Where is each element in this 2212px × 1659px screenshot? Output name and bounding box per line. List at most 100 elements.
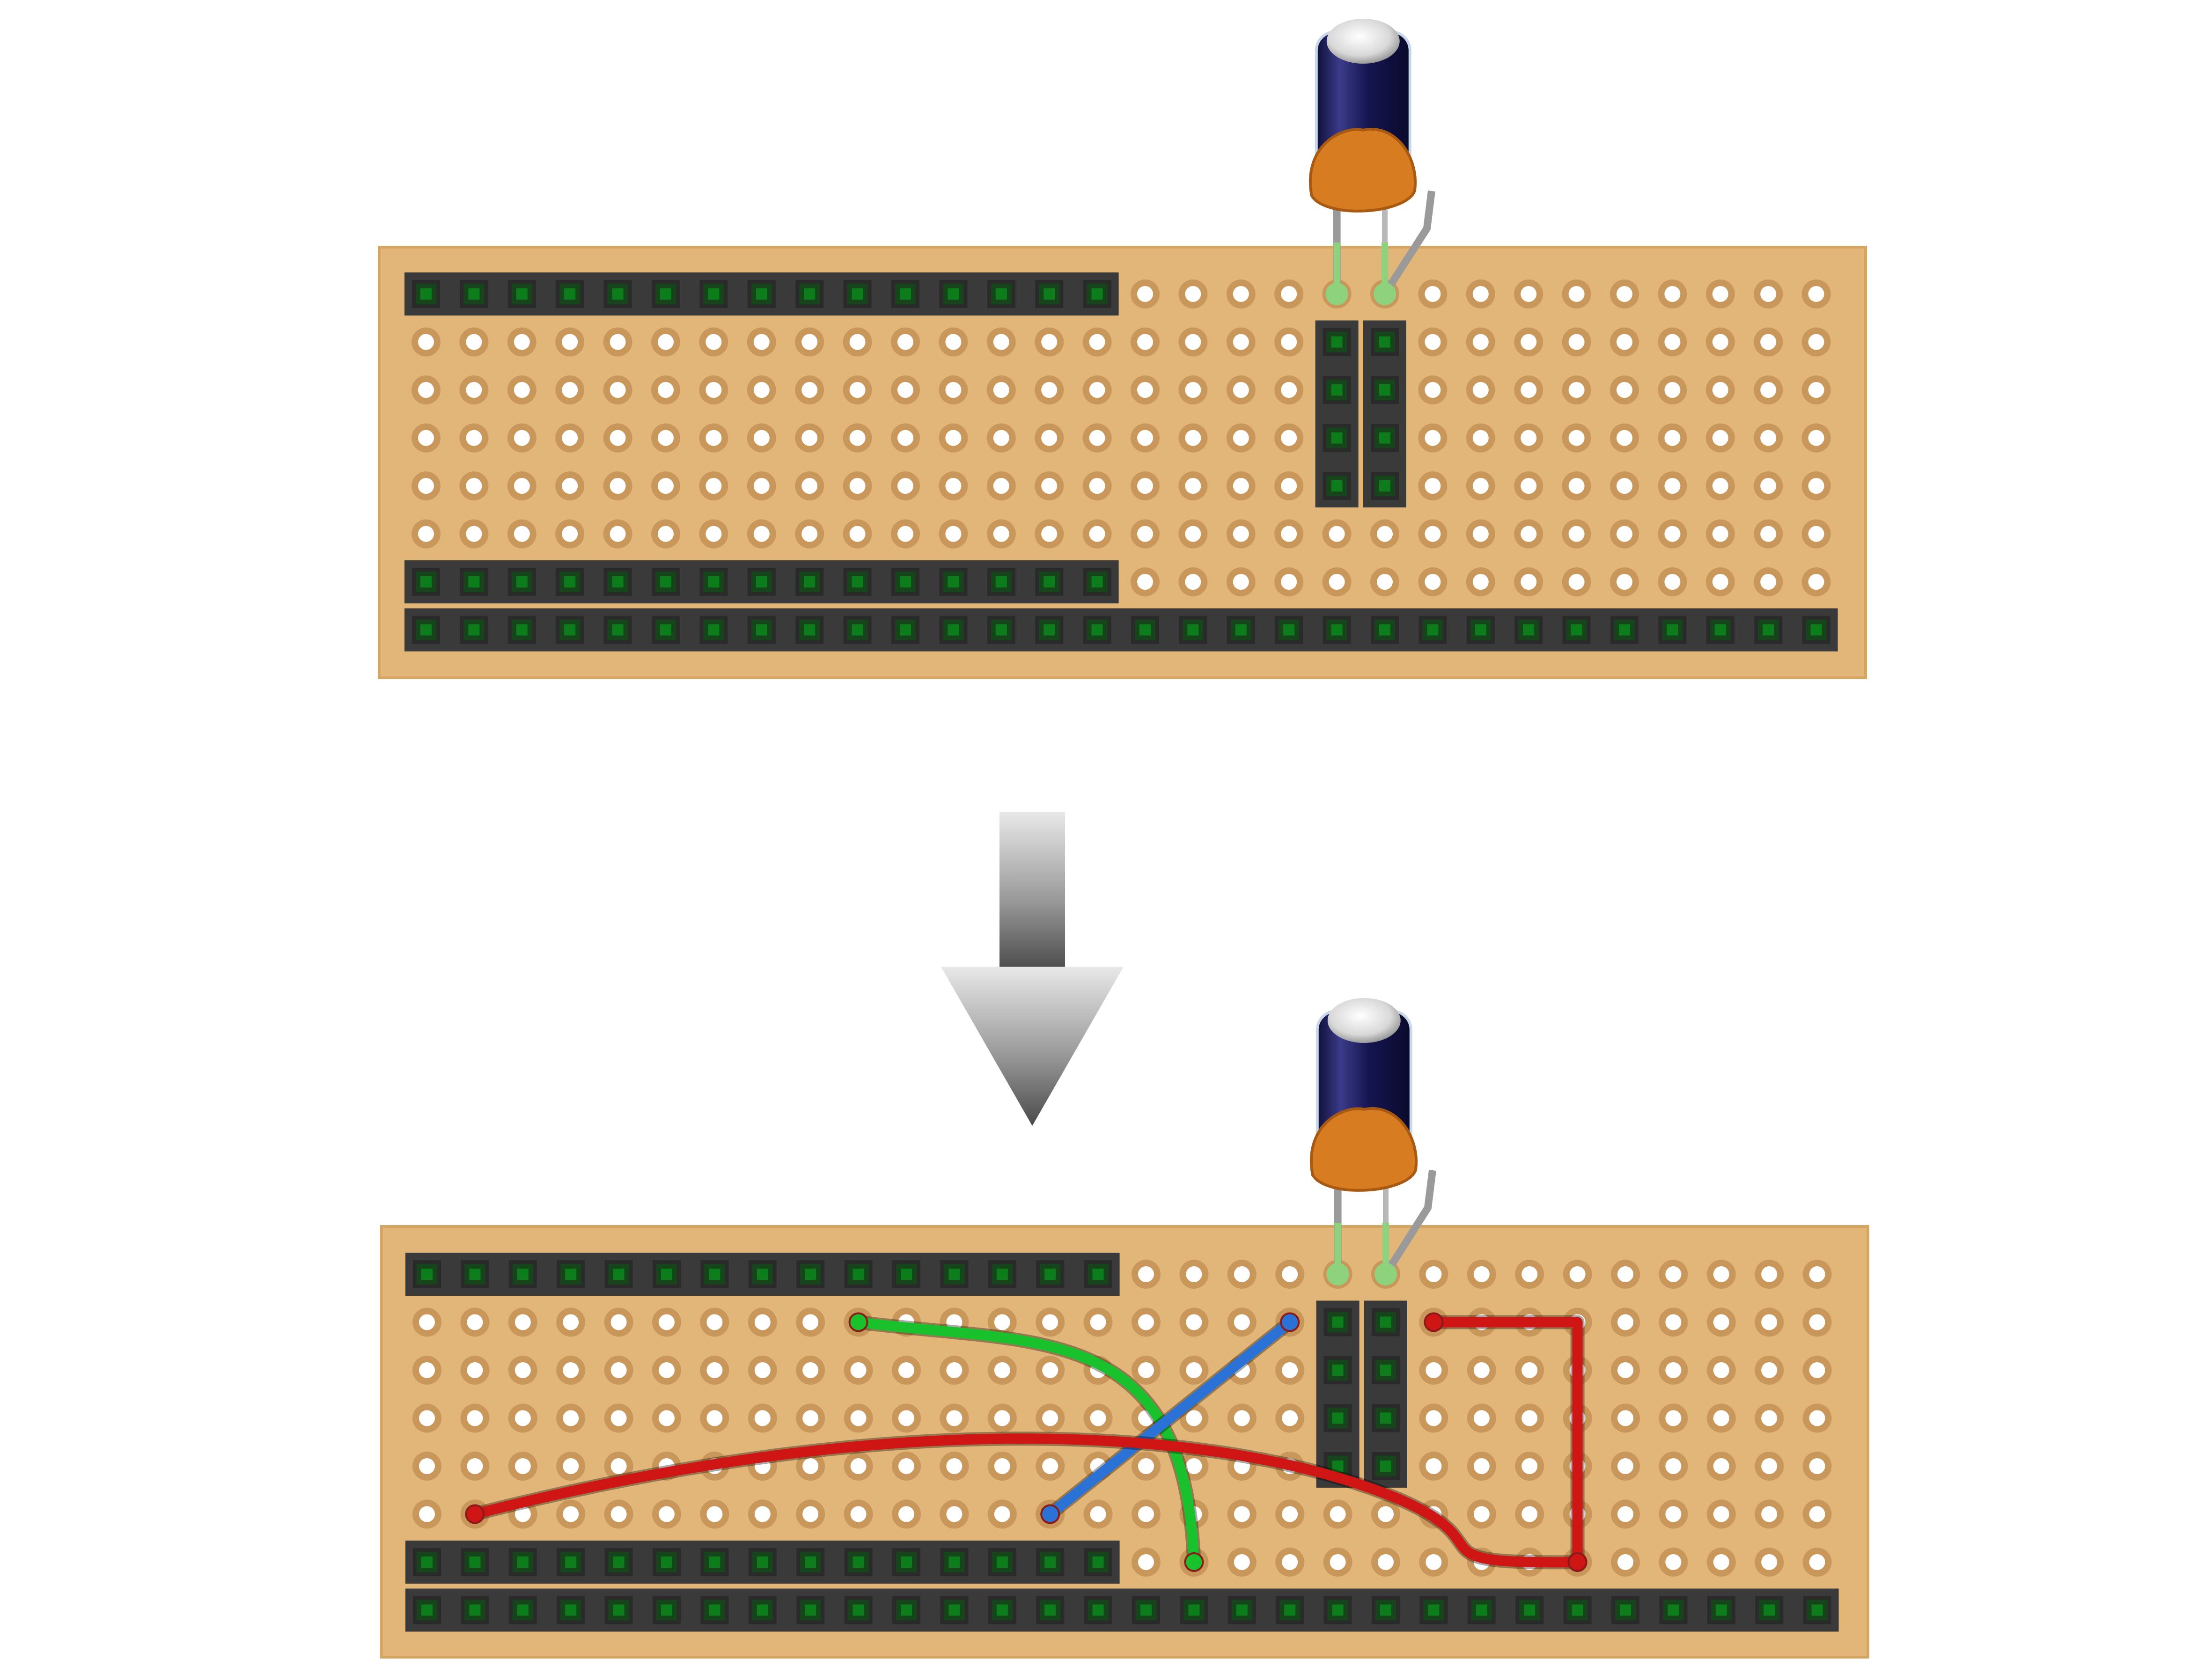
header-pin-center <box>852 1269 864 1280</box>
pad-hole <box>1426 1458 1442 1474</box>
pad-hole <box>1473 1410 1490 1426</box>
pad-hole <box>993 334 1009 350</box>
header-pin-center <box>1476 1604 1487 1616</box>
pad-hole <box>945 334 962 350</box>
header-pin-center <box>1332 1316 1344 1328</box>
header-pin-center <box>1379 624 1390 636</box>
header-pin-center <box>1380 1604 1391 1616</box>
pad-hole <box>754 1314 771 1330</box>
pad-hole <box>705 478 722 494</box>
pad-hole <box>610 334 626 350</box>
pad-hole <box>706 1506 723 1522</box>
pad-hole <box>1761 1410 1778 1426</box>
pad-hole <box>1521 1410 1538 1426</box>
pad-hole <box>1713 1362 1729 1378</box>
pad-hole <box>850 1410 867 1426</box>
header-pin-center <box>1283 624 1295 636</box>
pad-hole <box>1521 1506 1538 1522</box>
pad-hole <box>1425 574 1441 590</box>
header-pin-center <box>1332 1365 1344 1376</box>
header-pin-center <box>565 1556 577 1568</box>
header-pin-center <box>709 1269 720 1280</box>
header-pin-center <box>1092 1556 1104 1568</box>
pad-hole <box>945 526 962 542</box>
arrow-head <box>941 967 1124 1126</box>
pad-hole <box>1521 478 1537 494</box>
pad-hole <box>1761 1314 1778 1330</box>
pad-hole <box>1186 1314 1202 1330</box>
pad-hole <box>514 1506 531 1522</box>
header-pin-center <box>420 576 432 587</box>
pad-hole <box>898 1410 914 1426</box>
pad-hole <box>945 430 962 446</box>
pad-hole <box>1665 1554 1682 1570</box>
pad-hole <box>802 1506 819 1522</box>
pad-hole <box>1472 286 1489 302</box>
pad-hole <box>1185 574 1201 590</box>
pad-hole <box>1760 382 1777 398</box>
wire-end-solder <box>1424 1312 1444 1332</box>
header-pin-center <box>660 576 671 587</box>
pad-hole <box>1712 382 1728 398</box>
pad-hole <box>946 1362 963 1378</box>
pad-hole <box>658 382 674 398</box>
pad-hole <box>658 430 674 446</box>
pad-hole <box>850 1458 867 1474</box>
pad-hole <box>753 478 770 494</box>
header-pin-center <box>1332 1604 1344 1616</box>
pad-hole <box>610 478 626 494</box>
pad-hole <box>1138 1362 1154 1378</box>
pad-hole <box>849 382 866 398</box>
pad-hole <box>897 334 913 350</box>
pad-hole <box>1521 1458 1538 1474</box>
header-pin-center <box>995 576 1007 587</box>
header-pin-center <box>805 1556 816 1568</box>
pad-hole <box>1472 382 1489 398</box>
pad-hole <box>1138 1554 1154 1570</box>
pad-hole <box>1089 526 1105 542</box>
pad-hole <box>1617 382 1632 398</box>
pad-hole <box>466 430 482 446</box>
pad-hole <box>610 1362 627 1378</box>
pad-hole <box>1473 1458 1490 1474</box>
header-pin-center <box>804 288 816 300</box>
down-arrow <box>941 812 1124 1126</box>
pad-hole <box>1472 430 1489 446</box>
pad-hole <box>1473 1266 1490 1282</box>
pad-hole <box>562 526 578 542</box>
pad-hole <box>945 478 962 494</box>
pad-hole <box>1089 430 1105 446</box>
header-pin-center <box>1091 576 1103 587</box>
pad-hole <box>1186 1362 1202 1378</box>
pad-hole <box>467 1410 483 1426</box>
header-pin-center <box>1092 1269 1104 1280</box>
pad-hole <box>1713 1266 1729 1282</box>
header-pin-center <box>901 1269 912 1280</box>
pad-hole <box>1760 526 1777 542</box>
pad-hole <box>1138 1458 1154 1474</box>
pad-hole <box>419 1410 435 1426</box>
header-pin-center <box>996 1269 1008 1280</box>
pad-hole <box>1378 1506 1394 1522</box>
pad-hole <box>1426 1554 1442 1570</box>
pad-hole <box>563 1506 579 1522</box>
pad-hole <box>802 1362 819 1378</box>
pad-hole <box>1617 526 1632 542</box>
pad-hole <box>514 1362 531 1378</box>
pad-hole <box>562 382 578 398</box>
pad-hole <box>659 1410 675 1426</box>
header-pin-center <box>995 624 1007 636</box>
pad-hole <box>419 1362 435 1378</box>
pad-hole <box>1185 430 1201 446</box>
pad-hole <box>1138 1266 1154 1282</box>
pad-hole <box>514 526 530 542</box>
pad-hole <box>753 334 770 350</box>
pad-hole <box>802 1314 819 1330</box>
pad-hole <box>1617 1458 1633 1474</box>
pad-hole <box>1617 1554 1633 1570</box>
pad-hole <box>1329 526 1345 542</box>
header-pin-center <box>565 1269 577 1280</box>
pad-hole <box>1617 1506 1633 1522</box>
pad-hole <box>1664 334 1681 350</box>
pad-hole <box>946 1506 963 1522</box>
